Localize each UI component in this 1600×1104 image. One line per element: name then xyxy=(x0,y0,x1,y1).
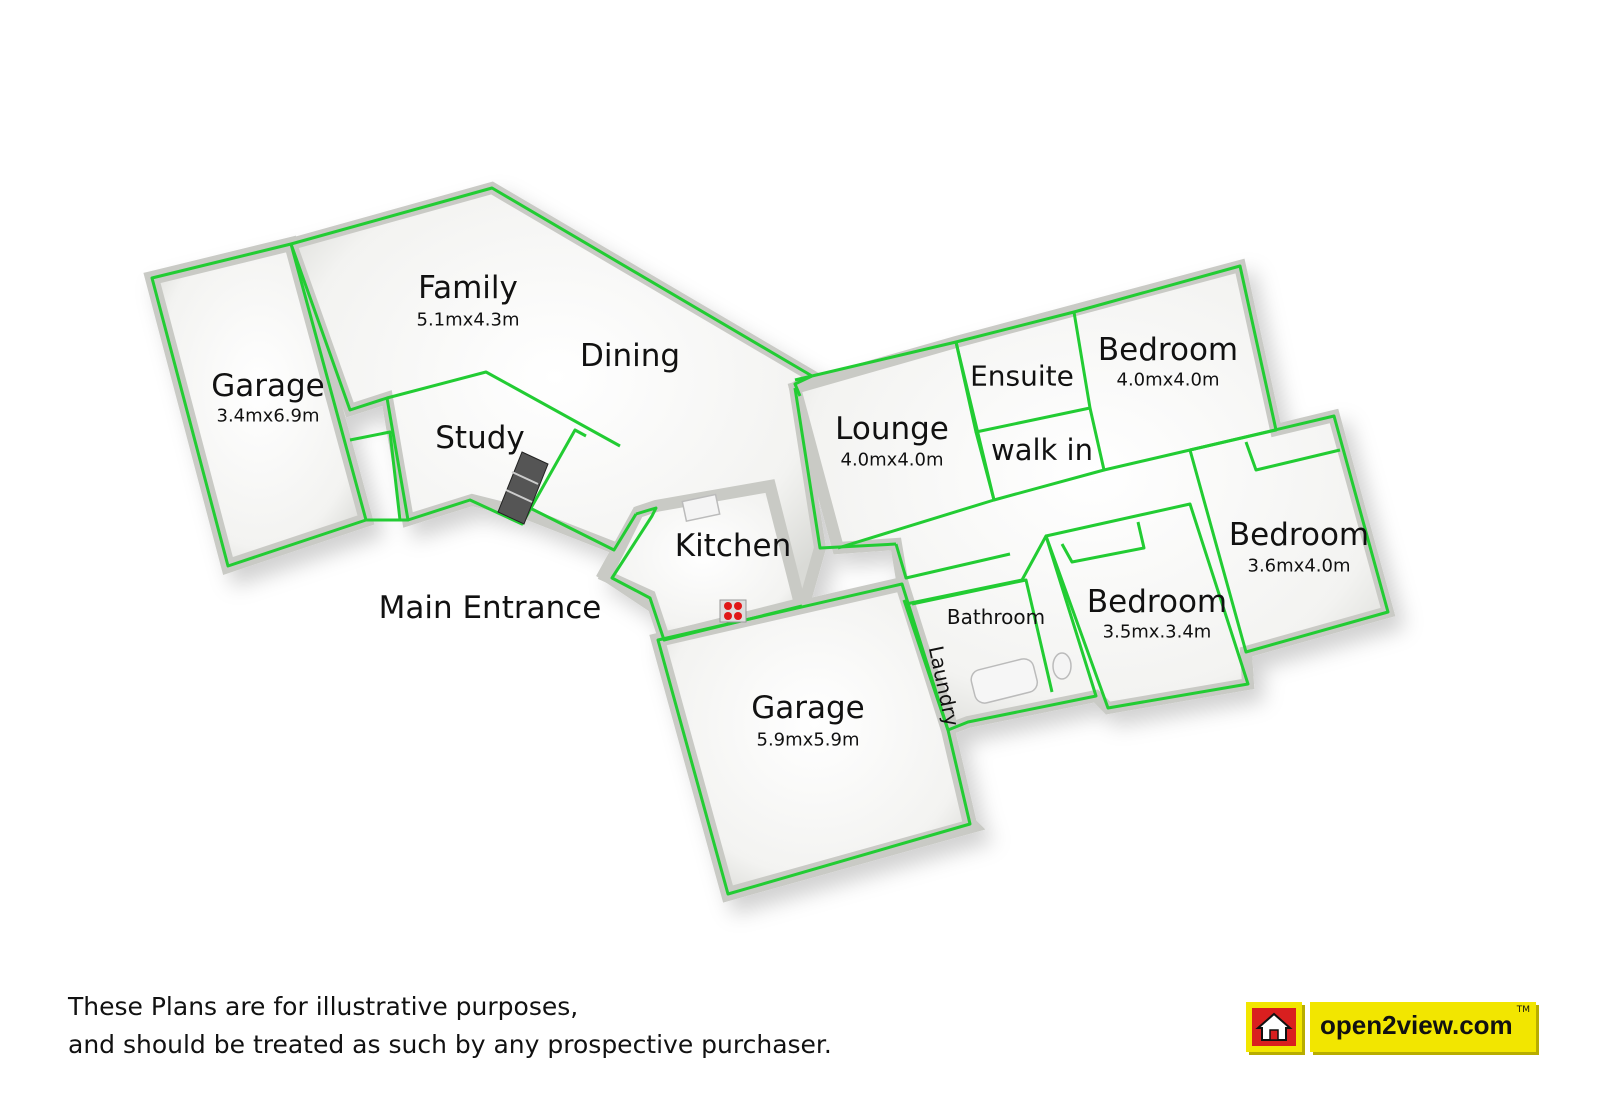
logo-trademark: TM xyxy=(1516,1005,1530,1015)
bedroom-1-label: Bedroom xyxy=(1097,332,1239,368)
disclaimer-line-1: These Plans are for illustrative purpose… xyxy=(68,992,579,1021)
garage-main-dimensions: 5.9mx5.9m xyxy=(756,729,860,751)
main-entrance-label: Main Entrance xyxy=(378,590,602,626)
wall-kitchen-right xyxy=(793,387,897,550)
open2view-logo: open2view.com TM xyxy=(1246,1002,1536,1052)
bedroom-3-label: Bedroom xyxy=(1086,584,1228,620)
lounge-dimensions: 4.0mx4.0m xyxy=(840,449,944,471)
family-dimensions: 5.1mx4.3m xyxy=(416,309,520,331)
wall-bedroom-2 xyxy=(1188,414,1390,654)
bedroom-2-label: Bedroom xyxy=(1228,517,1370,553)
bedroom-1-dimensions: 4.0mx4.0m xyxy=(1116,369,1220,391)
house-logo-icon xyxy=(1246,1002,1302,1052)
wall-laundry xyxy=(894,543,1011,580)
walk-in-label: walk in xyxy=(991,433,1093,467)
wall-hall xyxy=(349,430,402,521)
study-label: Study xyxy=(435,420,525,456)
garage-left-dimensions: 3.4mx6.9m xyxy=(216,405,320,427)
kitchen-fixtures xyxy=(681,493,747,623)
disclaimer-line-2: and should be treated as such by any pro… xyxy=(68,1030,832,1059)
logo-text: open2view.com xyxy=(1320,1010,1513,1040)
wall-walkin xyxy=(974,407,1106,502)
garage-left-label: Garage xyxy=(211,368,325,404)
ensuite-label: Ensuite xyxy=(970,359,1074,393)
wall-lounge-top xyxy=(793,374,813,397)
wall-garage-main xyxy=(656,582,972,896)
disclaimer: These Plans are for illustrative purpose… xyxy=(68,988,832,1064)
wall-bedroom-3 xyxy=(1044,502,1250,710)
wall-family-top xyxy=(290,186,813,378)
kitchen-label: Kitchen xyxy=(674,528,792,564)
bathroom-label: Bathroom xyxy=(946,605,1046,629)
bedroom-2-dimensions: 3.6mx4.0m xyxy=(1247,555,1351,577)
wall-bathroom-inner xyxy=(911,578,1054,693)
garage-main-label: Garage xyxy=(751,690,865,726)
bedroom-3-dimensions: 3.5mx.3.4m xyxy=(1102,621,1212,643)
study-shelves xyxy=(497,451,549,525)
wall-bedroom-3-inner xyxy=(1060,521,1146,564)
dining-label: Dining xyxy=(579,338,681,374)
wall-study xyxy=(386,370,621,448)
bathroom-fixtures xyxy=(970,652,1072,704)
family-label: Family xyxy=(418,270,518,306)
wall-bedroom-2-inner xyxy=(1244,441,1341,472)
lounge-label: Lounge xyxy=(835,411,949,447)
